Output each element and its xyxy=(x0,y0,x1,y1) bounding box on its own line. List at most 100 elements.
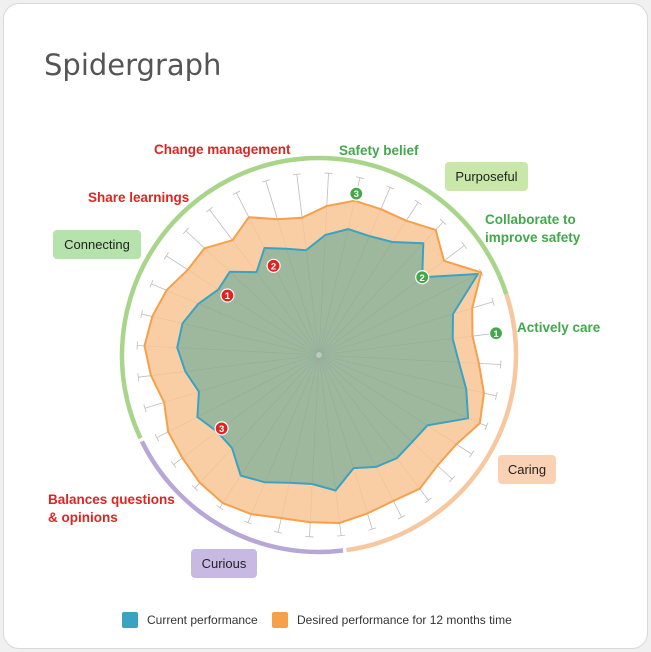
marker-dot-1 xyxy=(415,270,430,285)
marker-label-4: 1 xyxy=(225,291,231,302)
spoke-tick-24 xyxy=(170,461,177,468)
spoke-tick-3 xyxy=(386,185,394,190)
spoke-overlay-2 xyxy=(318,229,349,356)
spoke-overlay-23 xyxy=(231,354,320,449)
marker-dot-5 xyxy=(214,421,229,436)
marker-3: 2 xyxy=(266,258,281,273)
spoke-tick-31 xyxy=(163,252,169,260)
group-arc-3 xyxy=(119,155,320,440)
spoke-tick-4 xyxy=(414,199,422,205)
outer-label-1-line-0: Collaborate to xyxy=(485,212,576,227)
group-badge-label-2: Curious xyxy=(202,556,247,571)
spoke-overlay-16 xyxy=(318,354,377,468)
group-badge-bg-1 xyxy=(498,455,556,484)
marker-dot-3 xyxy=(266,258,281,273)
group-badge-bg-0 xyxy=(445,162,528,191)
outer-label-4: Share learnings xyxy=(88,190,189,205)
spoke-tick-32 xyxy=(182,227,189,235)
spoke-tick-12 xyxy=(484,422,489,430)
spoke-overlay-6 xyxy=(318,276,423,356)
spoke-overlay-7 xyxy=(318,273,479,356)
spoke-overlay-0 xyxy=(305,250,320,356)
spoke-tick-18 xyxy=(337,534,346,537)
marker-dot-0 xyxy=(488,326,504,341)
legend-item-current[interactable]: Current performance xyxy=(122,612,258,628)
spoke-tick-6 xyxy=(461,242,468,249)
spoke-tick-34 xyxy=(232,190,241,196)
spoke-tick-0 xyxy=(292,173,301,176)
marker-4: 1 xyxy=(220,288,235,303)
group-arc-1 xyxy=(346,293,519,553)
center-dot-overlay xyxy=(316,352,322,358)
spoke-tick-16 xyxy=(397,514,406,520)
spoke-tick-15 xyxy=(425,497,432,504)
marker-label-1: 2 xyxy=(420,273,425,284)
marker-label-0: 1 xyxy=(493,329,499,340)
group-badge-2: Curious xyxy=(191,549,257,578)
spoke-overlay-22 xyxy=(240,354,320,476)
outer-label-2-line-0: Actively care xyxy=(517,320,601,335)
outer-label-1-line-1: improve safety xyxy=(485,230,581,245)
spoke-tick-27 xyxy=(137,373,140,382)
group-badge-label-0: Purposeful xyxy=(455,169,517,184)
spoke-tick-14 xyxy=(449,475,456,483)
spoke-tick-20 xyxy=(274,531,283,534)
spoke-overlay-17 xyxy=(318,354,354,469)
spoke-tick-11 xyxy=(495,391,498,400)
spoke-tick-5 xyxy=(439,218,447,225)
spoke-overlay-12 xyxy=(318,354,469,419)
marker-1: 2 xyxy=(415,270,430,285)
spoke-overlay-19 xyxy=(311,354,320,485)
marker-2: 3 xyxy=(349,186,364,201)
group-badge-1: Caring xyxy=(498,455,556,484)
spoke-tick-29 xyxy=(140,310,143,319)
page-title: Spidergraph xyxy=(44,48,222,82)
grid-overlay xyxy=(177,229,479,491)
spoke-tick-25 xyxy=(154,433,160,442)
spoke-overlay-3 xyxy=(318,235,370,356)
spoke-tick-13 xyxy=(469,450,475,458)
spoke-tick-35 xyxy=(261,179,270,183)
outer-label-2: Actively care xyxy=(517,320,601,335)
marker-dot-4 xyxy=(220,288,235,303)
legend-item-desired[interactable]: Desired performance for 12 months time xyxy=(272,612,512,628)
spoke-tick-17 xyxy=(368,527,377,531)
marker-label-3: 2 xyxy=(271,261,276,272)
outer-label-0: Safety belief xyxy=(339,143,419,158)
group-arc-0 xyxy=(318,155,509,295)
spoke-overlay-15 xyxy=(318,354,398,459)
spoke-overlay-27 xyxy=(185,354,320,372)
marker-label-5: 3 xyxy=(219,424,224,435)
spoke-tick-26 xyxy=(143,404,147,413)
spoke-overlay-9 xyxy=(318,338,453,356)
spoke-overlay-21 xyxy=(264,354,320,483)
spoke-tick-8 xyxy=(491,297,495,306)
spoke-overlay-29 xyxy=(182,323,320,356)
spoke-overlay-5 xyxy=(318,242,424,356)
spoke-overlay-32 xyxy=(229,271,320,356)
group-badge-label-3: Connecting xyxy=(64,237,130,252)
spoke-overlay-31 xyxy=(218,289,320,356)
spoke-overlay-11 xyxy=(318,354,467,390)
spoke-tick-23 xyxy=(191,485,199,492)
spoke-overlay-18 xyxy=(318,354,336,491)
group-badge-0: Purposeful xyxy=(445,162,528,191)
spoke-overlay-13 xyxy=(318,354,428,426)
spoke-overlay-33 xyxy=(256,271,320,356)
spoke-overlay-26 xyxy=(198,354,320,393)
group-arc-2 xyxy=(139,440,344,555)
outer-label-3-line-1: & opinions xyxy=(48,510,118,525)
group-badge-3: Connecting xyxy=(53,230,141,259)
spoke-overlay-28 xyxy=(177,347,320,356)
group-badge-bg-2 xyxy=(191,549,257,578)
spoke-overlay-35 xyxy=(286,248,320,356)
spoke-overlay-8 xyxy=(318,313,454,356)
spoke-tick-30 xyxy=(149,280,154,288)
outer-label-4-line-0: Share learnings xyxy=(88,190,189,205)
legend-label-desired: Desired performance for 12 months time xyxy=(297,613,512,627)
outer-label-1: Collaborate to improve safety xyxy=(485,212,581,245)
spoke-overlay-10 xyxy=(318,354,459,363)
spoke-overlay-30 xyxy=(198,303,320,356)
spoke-overlay-24 xyxy=(217,354,320,432)
